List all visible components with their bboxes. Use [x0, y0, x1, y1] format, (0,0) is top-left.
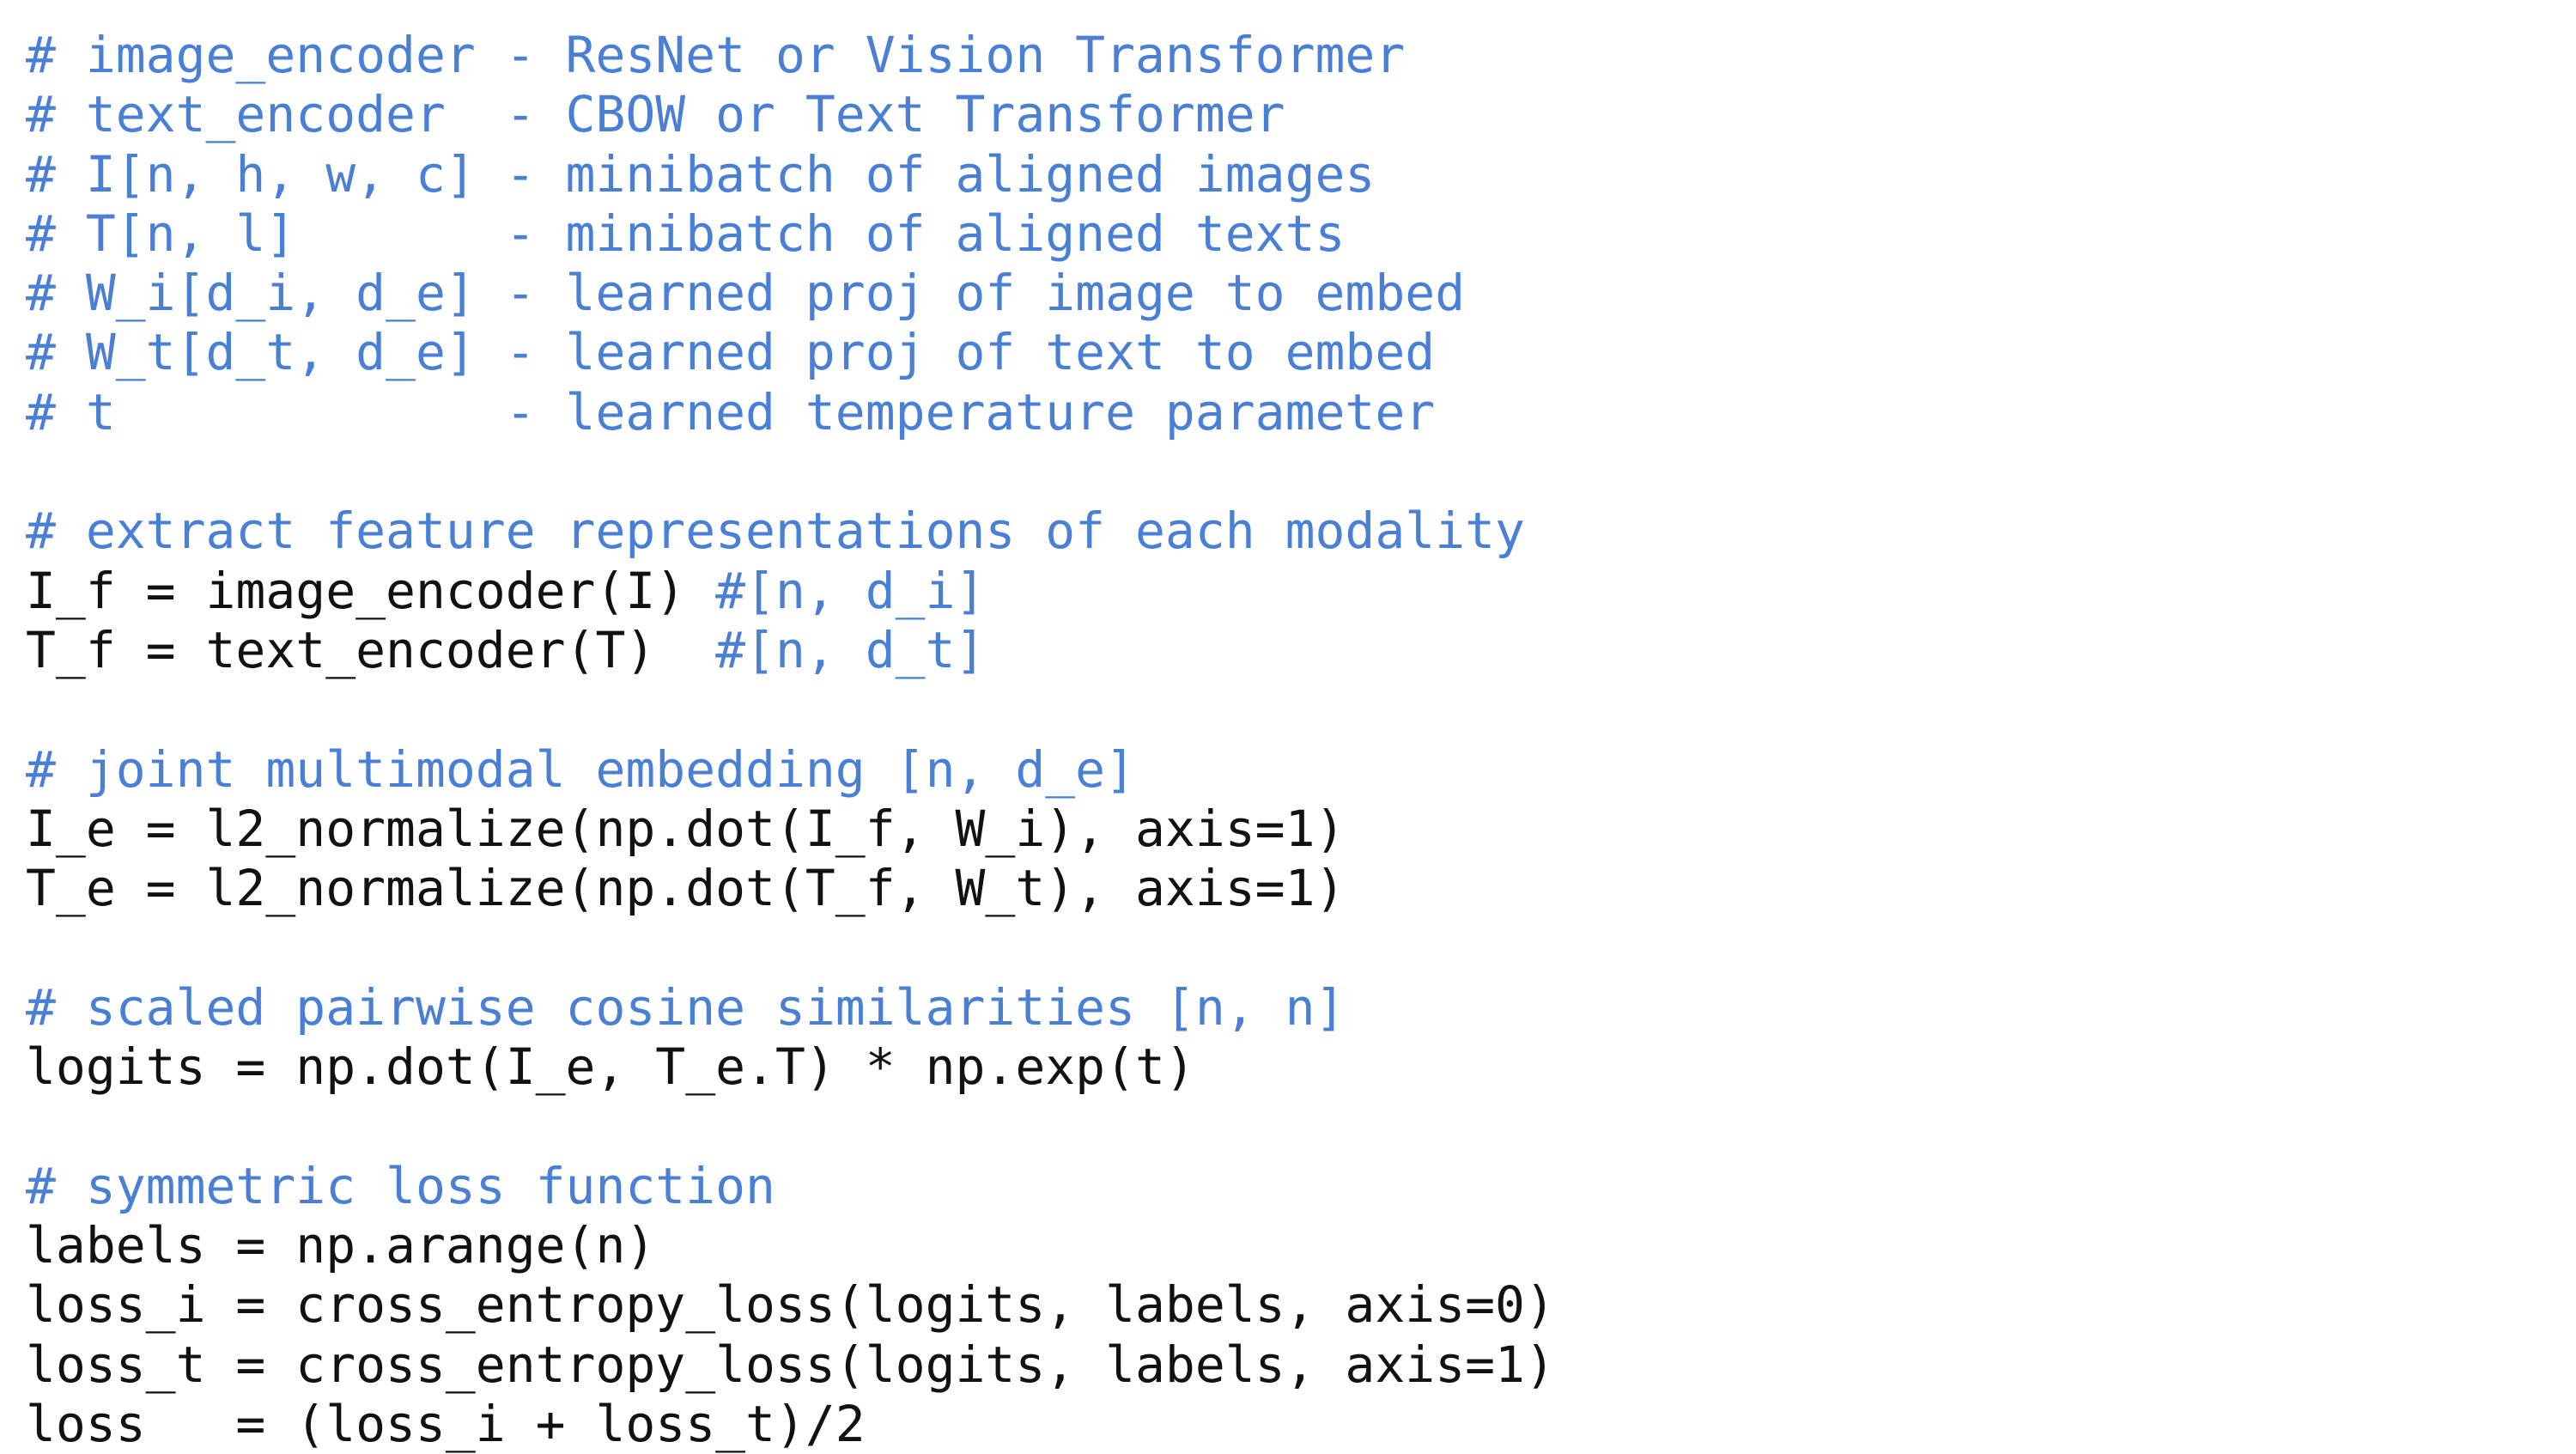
code-line: T_f = text_encoder(T) #[n, d_t] [26, 621, 1555, 680]
code-line: T_e = l2_normalize(np.dot(T_f, W_t), axi… [26, 859, 1555, 918]
blank-line: ​ [26, 918, 1555, 977]
code-line: I_f = image_encoder(I) #[n, d_i] [26, 562, 1555, 621]
code-comment: #[n, d_t] [715, 620, 986, 679]
code-line: # symmetric loss function [26, 1157, 1555, 1216]
code-statement: loss_i = cross_entropy_loss(logits, labe… [26, 1275, 1555, 1335]
code-line: labels = np.arange(n) [26, 1216, 1555, 1275]
code-statement: T_f = text_encoder(T) [26, 620, 716, 679]
code-line: # joint multimodal embedding [n, d_e] [26, 740, 1555, 800]
code-line: # text_encoder - CBOW or Text Transforme… [26, 85, 1555, 144]
code-line: # t - learned temperature parameter [26, 383, 1555, 442]
code-line: # W_t[d_t, d_e] - learned proj of text t… [26, 323, 1555, 382]
code-line: loss = (loss_i + loss_t)/2 [26, 1395, 1555, 1454]
code-statement: loss = (loss_i + loss_t)/2 [26, 1394, 866, 1453]
code-line: logits = np.dot(I_e, T_e.T) * np.exp(t) [26, 1037, 1555, 1097]
code-statement: logits = np.dot(I_e, T_e.T) * np.exp(t) [26, 1037, 1195, 1097]
code-block: # image_encoder - ResNet or Vision Trans… [26, 26, 1555, 1454]
code-line: # scaled pairwise cosine similarities [n… [26, 978, 1555, 1037]
code-line: # T[n, l] - minibatch of aligned texts [26, 204, 1555, 264]
code-comment: # W_i[d_i, d_e] - learned proj of image … [26, 264, 1466, 323]
blank-line: ​ [26, 442, 1555, 502]
code-statement: I_f = image_encoder(I) [26, 561, 716, 620]
code-line: # W_i[d_i, d_e] - learned proj of image … [26, 264, 1555, 323]
code-comment: # text_encoder - CBOW or Text Transforme… [26, 85, 1285, 144]
blank-line: ​ [26, 680, 1555, 739]
code-comment: # I[n, h, w, c] - minibatch of aligned i… [26, 144, 1376, 204]
code-statement: labels = np.arange(n) [26, 1215, 656, 1275]
blank-line: ​ [26, 1097, 1555, 1156]
code-line: # image_encoder - ResNet or Vision Trans… [26, 26, 1555, 85]
code-comment: # t - learned temperature parameter [26, 382, 1436, 441]
code-comment: # scaled pairwise cosine similarities [n… [26, 977, 1346, 1037]
code-comment: # T[n, l] - minibatch of aligned texts [26, 204, 1346, 263]
code-statement: loss_t = cross_entropy_loss(logits, labe… [26, 1335, 1555, 1394]
code-line: loss_i = cross_entropy_loss(logits, labe… [26, 1275, 1555, 1335]
code-line: # I[n, h, w, c] - minibatch of aligned i… [26, 145, 1555, 204]
code-comment: # extract feature representations of eac… [26, 502, 1525, 561]
code-line: I_e = l2_normalize(np.dot(I_f, W_i), axi… [26, 800, 1555, 859]
code-comment: # W_t[d_t, d_e] - learned proj of text t… [26, 323, 1436, 382]
code-comment: # joint multimodal embedding [n, d_e] [26, 739, 1136, 799]
code-comment: # symmetric loss function [26, 1156, 775, 1215]
code-line: loss_t = cross_entropy_loss(logits, labe… [26, 1335, 1555, 1395]
code-comment: # image_encoder - ResNet or Vision Trans… [26, 26, 1406, 84]
code-statement: T_e = l2_normalize(np.dot(T_f, W_t), axi… [26, 859, 1346, 918]
code-comment: #[n, d_i] [715, 561, 986, 620]
code-line: # extract feature representations of eac… [26, 502, 1555, 561]
code-statement: I_e = l2_normalize(np.dot(I_f, W_i), axi… [26, 799, 1346, 858]
